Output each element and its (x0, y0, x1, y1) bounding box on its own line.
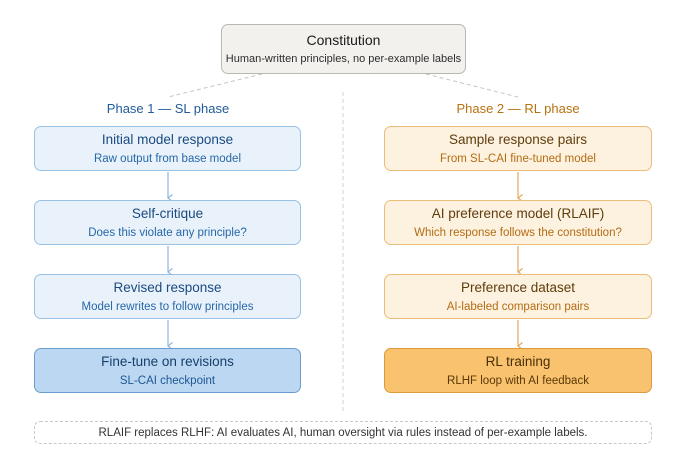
step-title: Preference dataset (460, 279, 576, 295)
step-subtitle: SL-CAI checkpoint (119, 374, 216, 387)
constitution-box: Constitution Human-written principles, n… (221, 24, 466, 74)
sl-step-initial-response: Initial model response Raw output from b… (34, 126, 301, 171)
step-subtitle: Which response follows the constitution? (414, 226, 622, 239)
step-subtitle: Raw output from base model (93, 152, 242, 165)
rl-step-rl-training: RL training RLHF loop with AI feedback (384, 348, 652, 393)
rl-step-sample-pairs: Sample response pairs From SL-CAI fine-t… (384, 126, 652, 171)
sl-step-self-critique: Self-critique Does this violate any prin… (34, 200, 301, 245)
step-subtitle: RLHF loop with AI feedback (447, 374, 589, 387)
constitution-subtitle: Human-written principles, no per-example… (225, 52, 462, 65)
constitution-title: Constitution (306, 31, 381, 48)
step-title: Self-critique (131, 205, 204, 221)
step-title: Sample response pairs (448, 131, 588, 147)
step-subtitle: From SL-CAI fine-tuned model (440, 152, 596, 165)
step-title: Fine-tune on revisions (101, 353, 234, 369)
rl-step-preference-dataset: Preference dataset AI-labeled comparison… (384, 274, 652, 319)
step-title: Initial model response (101, 131, 234, 147)
step-title: RL training (485, 353, 551, 369)
rl-step-preference-model: AI preference model (RLAIF) Which respon… (384, 200, 652, 245)
sl-step-fine-tune: Fine-tune on revisions SL-CAI checkpoint (34, 348, 301, 393)
phase2-label: Phase 2 — RL phase (456, 101, 580, 116)
step-subtitle: Model rewrites to follow principles (81, 300, 254, 313)
phase1-label: Phase 1 — SL phase (106, 101, 230, 116)
step-subtitle: AI-labeled comparison pairs (446, 300, 590, 313)
sl-step-revised-response: Revised response Model rewrites to follo… (34, 274, 301, 319)
connector-constitution-to-sl (167, 73, 263, 98)
connector-constitution-to-rl (425, 73, 519, 98)
step-subtitle: Does this violate any principle? (88, 226, 247, 239)
step-title: Revised response (113, 279, 222, 295)
footer-note: RLAIF replaces RLHF: AI evaluates AI, hu… (34, 421, 652, 444)
step-title: AI preference model (RLAIF) (431, 205, 605, 221)
